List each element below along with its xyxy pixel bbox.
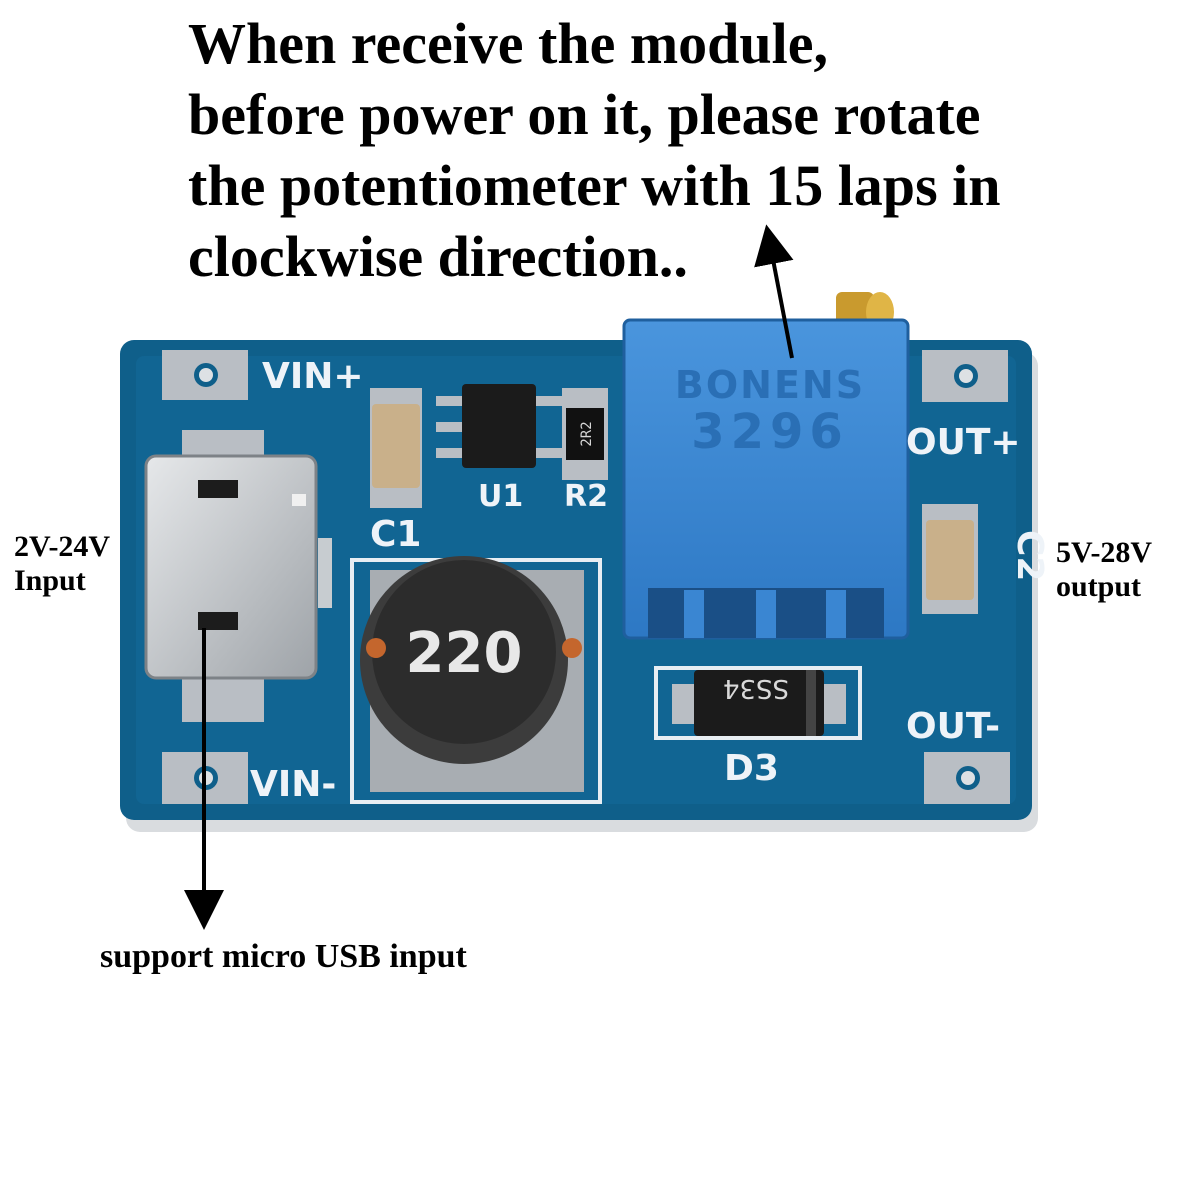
potentiometer-arrow <box>754 224 794 359</box>
capacitor-c1 <box>370 388 422 508</box>
silk-out-plus: OUT+ <box>906 422 1021 463</box>
output-voltage-text: 5V-28V <box>1056 536 1153 569</box>
silk-c2: C2 <box>1009 530 1050 581</box>
silk-u1: U1 <box>478 479 523 514</box>
pot-model: 3296 <box>691 404 849 460</box>
mounting-pad-bottom-right <box>924 752 1010 804</box>
silk-out-minus: OUT- <box>906 706 1000 747</box>
headline-line-4: clockwise direction.. <box>188 224 688 289</box>
inductor-marking: 220 <box>406 621 523 686</box>
silk-d3: D3 <box>724 748 779 789</box>
silk-vin-plus: VIN+ <box>262 356 364 397</box>
output-label: 5V-28V output <box>1056 536 1152 604</box>
diode-d3: SS34 <box>672 670 846 736</box>
chip-u1 <box>436 384 562 468</box>
inductor: 220 <box>360 556 584 792</box>
headline-line-1: When receive the module, <box>188 11 829 76</box>
usb-note: support micro USB input <box>100 938 467 975</box>
trim-potentiometer: BONENS 3296 <box>622 292 910 640</box>
resistor-marking: 2R2 <box>579 421 595 446</box>
mounting-pad-top-left <box>162 350 248 400</box>
silk-r2: R2 <box>564 479 608 514</box>
headline-line-3: the potentiometer with 15 laps in <box>188 153 1001 218</box>
input-word-text: Input <box>14 564 86 597</box>
silk-c1: C1 <box>370 514 421 555</box>
diode-outline <box>654 666 862 740</box>
capacitor-c2 <box>922 504 978 614</box>
instruction-headline: When receive the module, before power on… <box>188 8 1188 292</box>
headline-line-2: before power on it, please rotate <box>188 82 981 147</box>
diode-marking: SS34 <box>723 673 789 703</box>
mounting-pad-top-right <box>922 350 1008 402</box>
micro-usb-connector <box>144 430 332 722</box>
pot-brand: BONENS <box>675 363 865 407</box>
silk-vin-minus: VIN- <box>250 764 336 805</box>
input-label: 2V-24V Input <box>14 530 110 598</box>
input-voltage-text: 2V-24V <box>14 530 111 563</box>
resistor-r2: 2R2 <box>562 388 608 480</box>
output-word-text: output <box>1056 570 1142 603</box>
